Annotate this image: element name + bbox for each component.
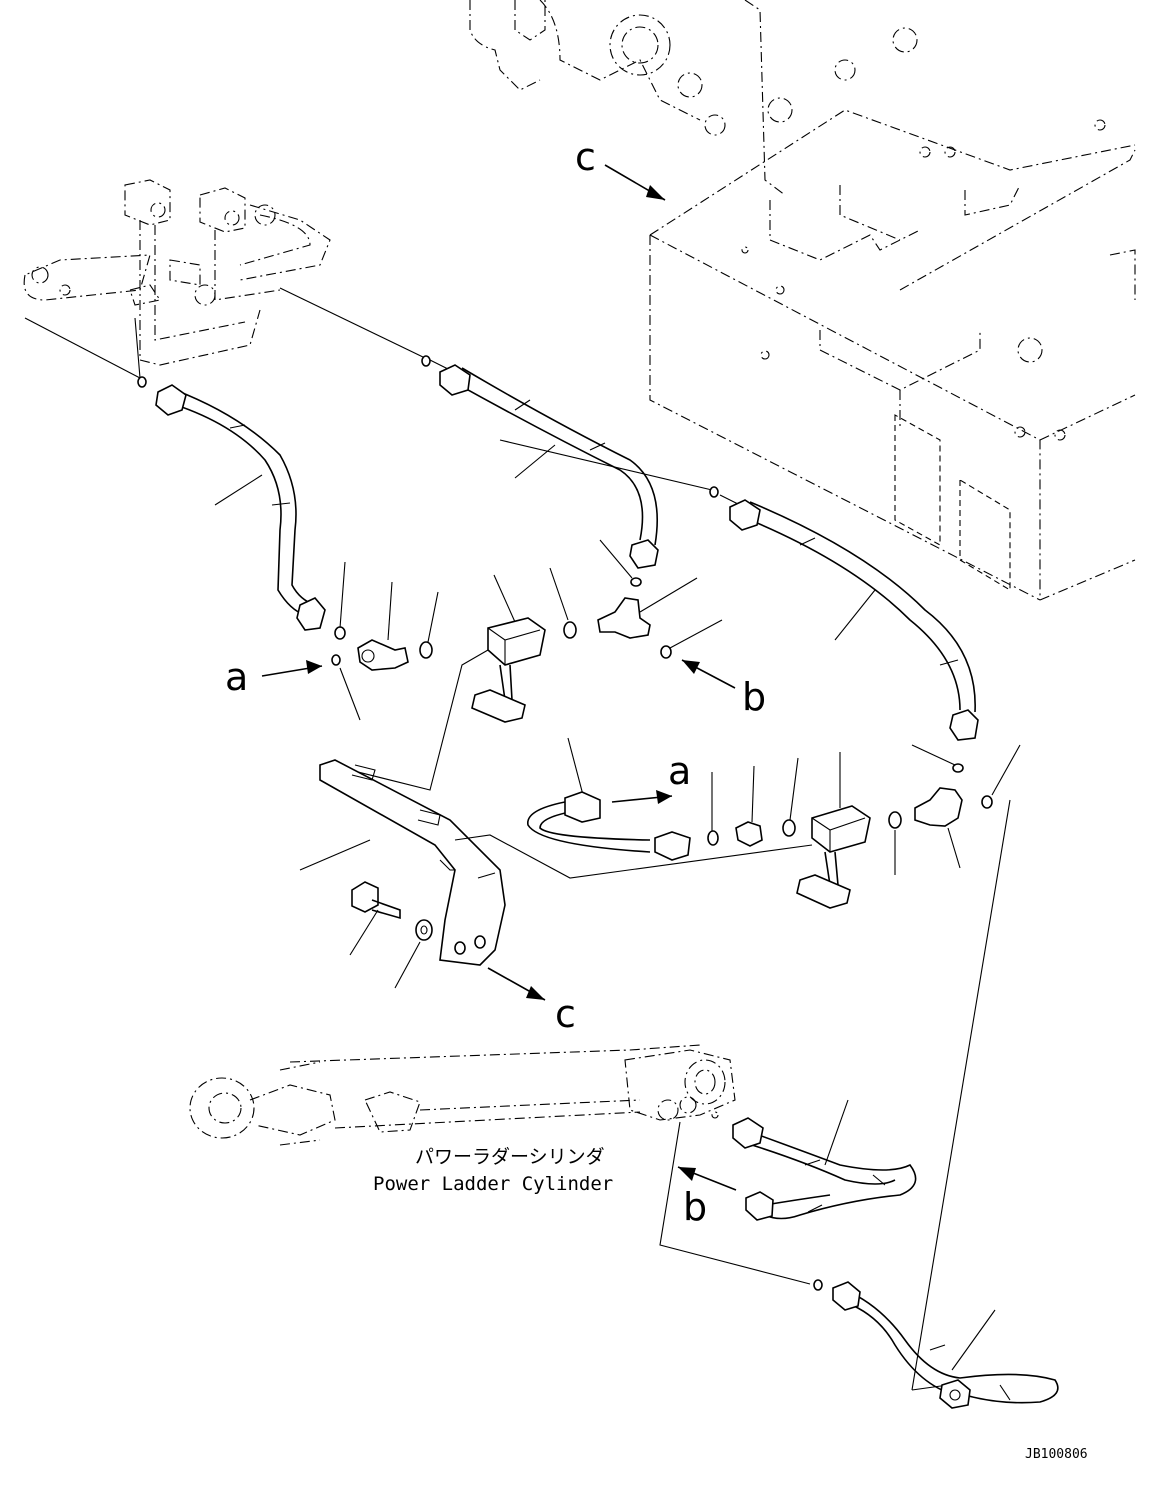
- cylinder-caption: パワーラダーシリンダ Power Ladder Cylinder: [373, 1146, 613, 1195]
- callout-b-upper: b: [681, 659, 766, 719]
- o-ring-set-upper: [137, 355, 719, 498]
- hose-right: [729, 499, 979, 741]
- valve-block-assembly: [23, 179, 331, 366]
- label-c-upper: c: [575, 135, 596, 179]
- label-b-upper: b: [742, 675, 766, 719]
- label-b-lower: b: [683, 1185, 707, 1229]
- hose-middle: [439, 364, 659, 569]
- callout-c-lower: c: [487, 967, 576, 1036]
- mounting-bracket: [299, 759, 506, 989]
- machine-frame: [469, 0, 1136, 601]
- drawing-code: JB100806: [1025, 1447, 1088, 1462]
- label-c-lower: c: [555, 992, 576, 1036]
- fittings-upper-row: [329, 539, 723, 791]
- power-ladder-cylinder: [189, 1044, 736, 1146]
- caption-english: Power Ladder Cylinder: [373, 1173, 613, 1195]
- hose-bottom-right: [813, 1279, 1059, 1409]
- callout-c-upper: c: [575, 135, 666, 201]
- hose-left: [155, 384, 326, 631]
- reference-lines: [24, 287, 741, 506]
- callout-b-lower: b: [677, 1166, 737, 1229]
- fittings-lower-row: a: [454, 737, 1021, 909]
- caption-japanese: パワーラダーシリンダ: [415, 1146, 605, 1168]
- label-a-lower: a: [668, 749, 691, 793]
- callout-a-upper: a: [225, 655, 323, 699]
- hose-lower-u: [732, 1099, 917, 1221]
- label-a-upper: a: [225, 655, 248, 699]
